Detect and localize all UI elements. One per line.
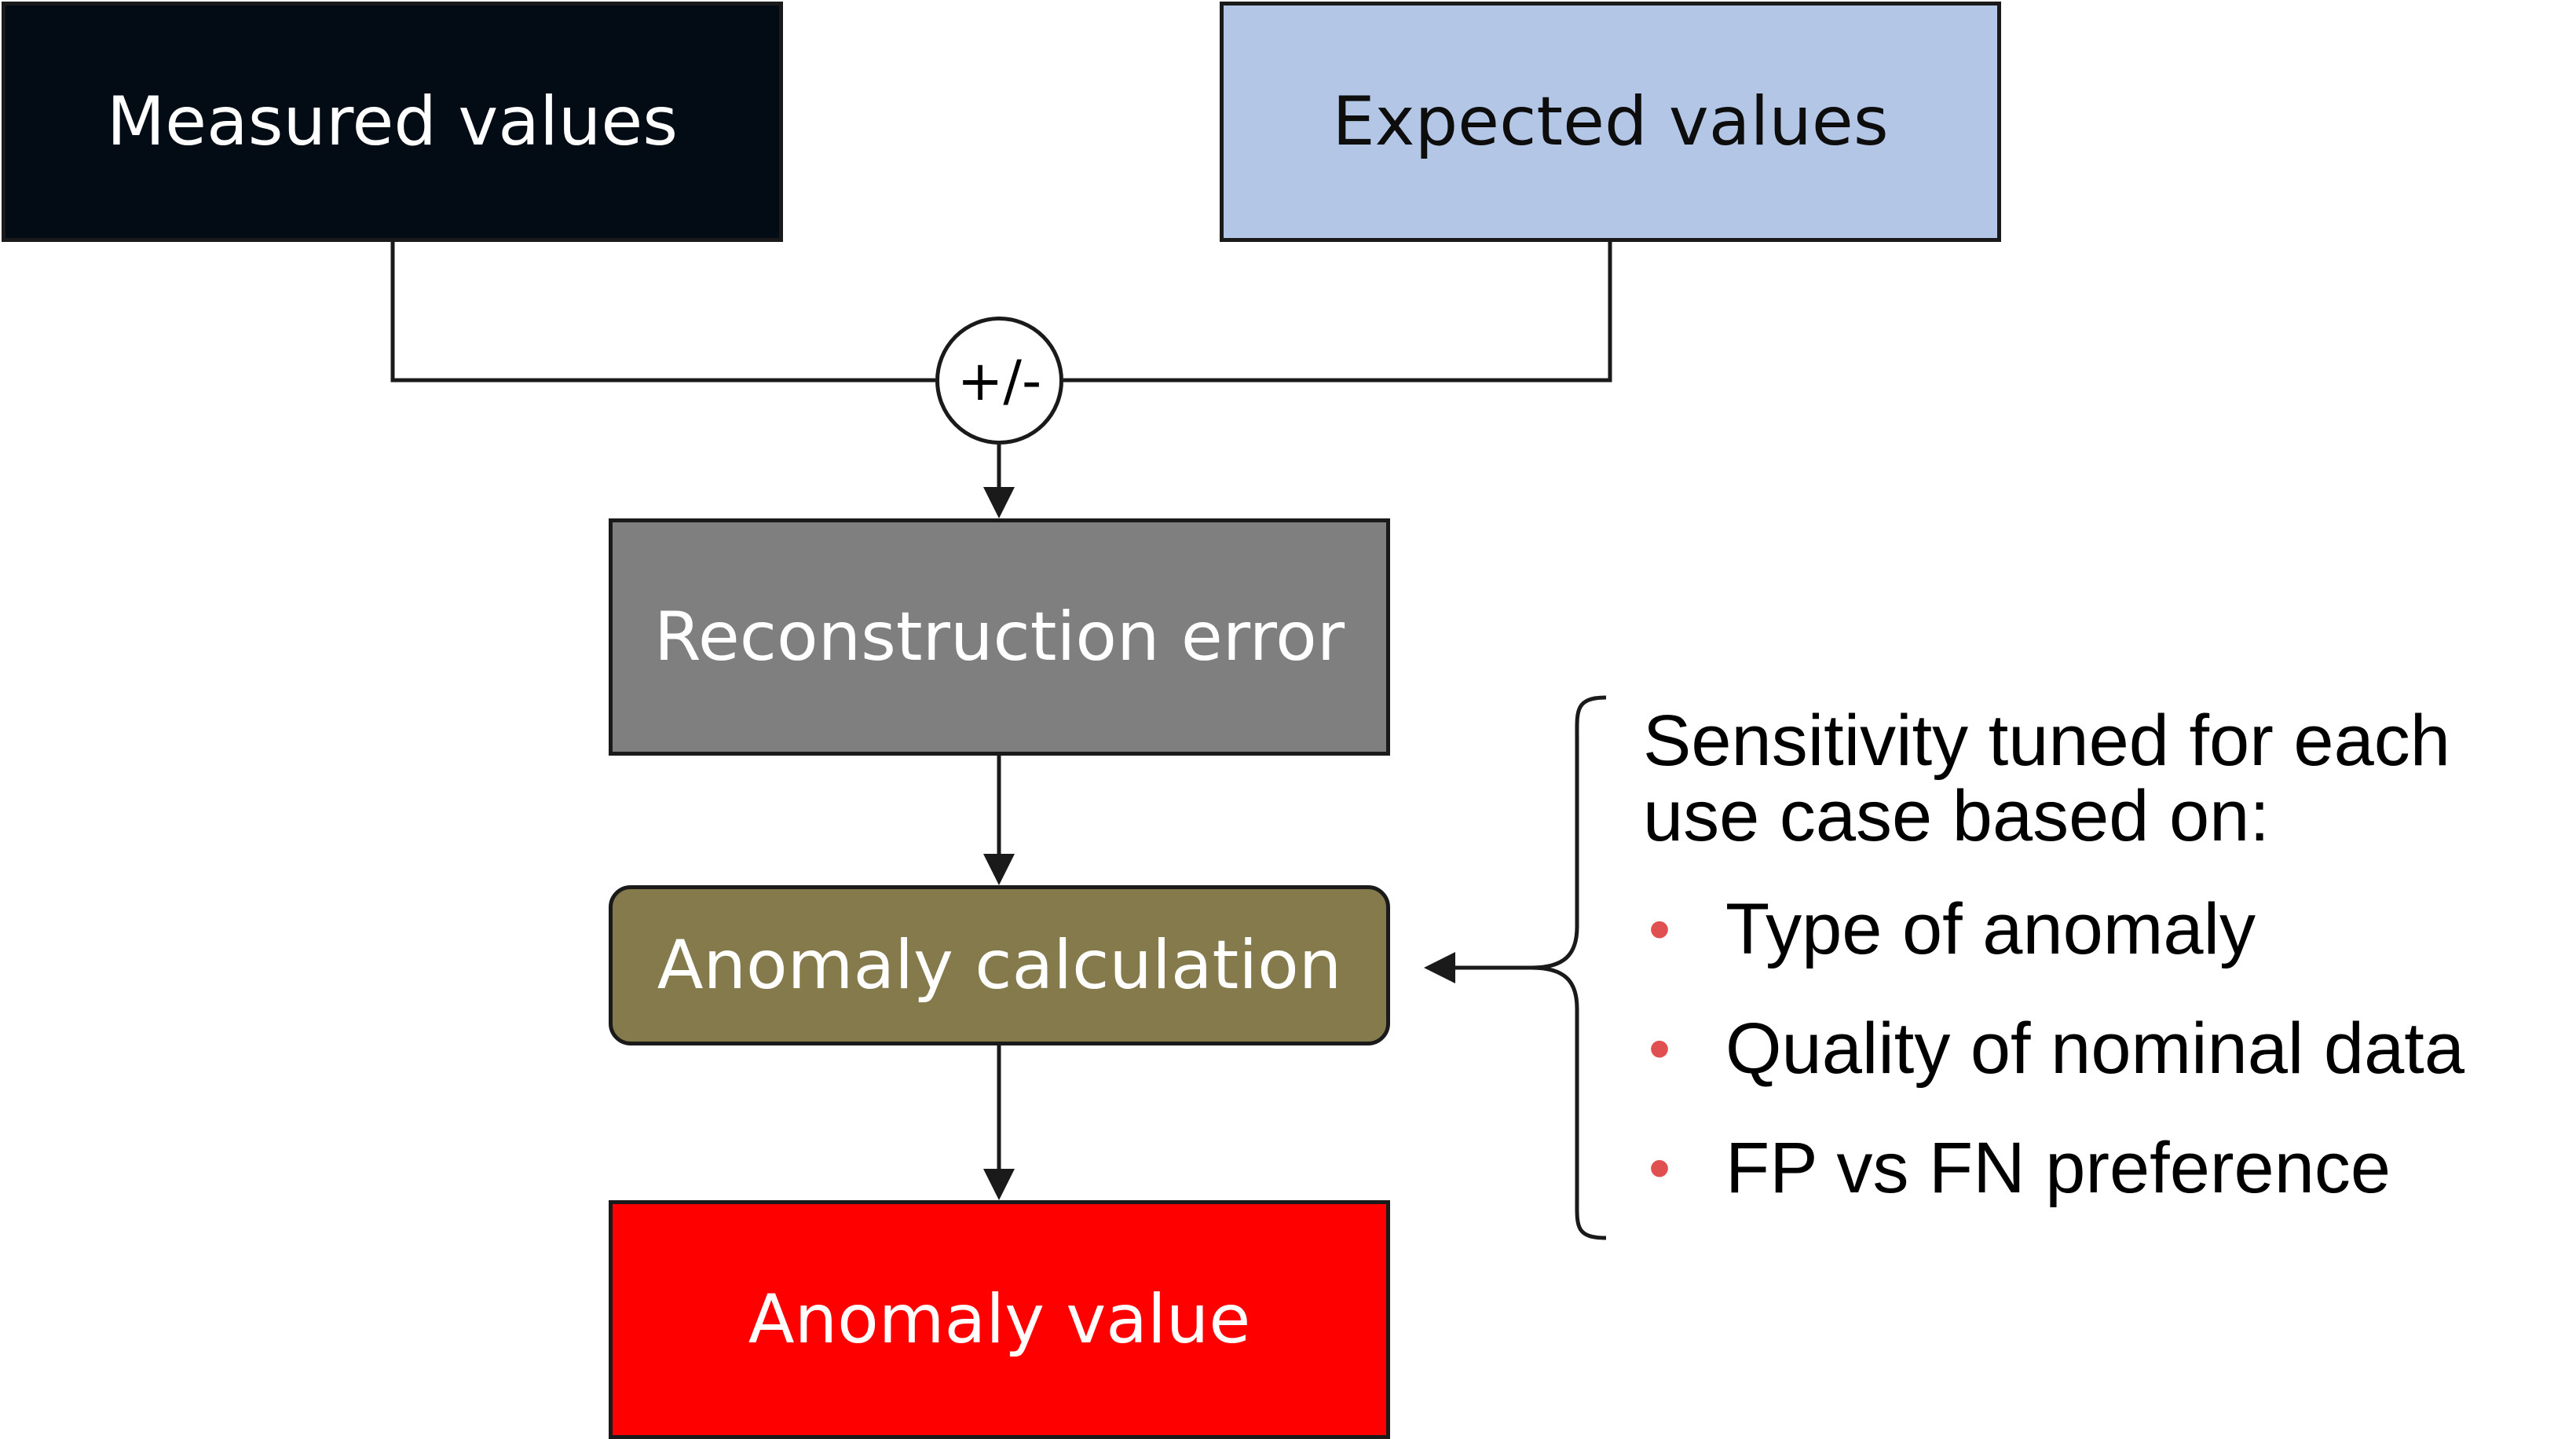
sensitivity-note: Sensitivity tuned for each use case base… (1643, 703, 2570, 1228)
bullet-dot-icon: • (1648, 1013, 1671, 1083)
reconstruction-error-box: Reconstruction error (609, 518, 1390, 756)
criteria-text: Type of anomaly (1725, 889, 2256, 969)
reconstruction-error-label: Reconstruction error (653, 598, 1345, 676)
plus-minus-operator-node: +/- (935, 317, 1063, 445)
expected-values-label: Expected values (1332, 82, 1889, 161)
bullet-dot-icon: • (1648, 1133, 1671, 1203)
expected-values-box: Expected values (1220, 2, 2001, 242)
sensitivity-brace (1531, 695, 1607, 1240)
expected-to-operator-line (1063, 242, 1612, 383)
measured-to-operator-line (390, 242, 935, 383)
anomaly-calculation-box: Anomaly calculation (609, 885, 1390, 1045)
sensitivity-criteria-list: • Type of anomaly • Quality of nominal d… (1643, 870, 2570, 1228)
criteria-list-item: • Type of anomaly (1643, 870, 2570, 989)
measured-values-label: Measured values (106, 82, 679, 161)
bullet-dot-icon: • (1648, 894, 1671, 964)
measured-values-box: Measured values (2, 2, 783, 242)
criteria-list-item: • FP vs FN preference (1643, 1108, 2570, 1228)
criteria-text: FP vs FN preference (1725, 1128, 2391, 1208)
anomaly-calculation-label: Anomaly calculation (657, 926, 1342, 1005)
anomaly-value-label: Anomaly value (748, 1280, 1251, 1359)
sensitivity-note-heading: Sensitivity tuned for each use case base… (1643, 701, 2450, 856)
operator-label: +/- (957, 348, 1042, 413)
criteria-list-item: • Quality of nominal data (1643, 989, 2570, 1108)
criteria-text: Quality of nominal data (1725, 1009, 2464, 1089)
anomaly-value-box: Anomaly value (609, 1200, 1390, 1439)
